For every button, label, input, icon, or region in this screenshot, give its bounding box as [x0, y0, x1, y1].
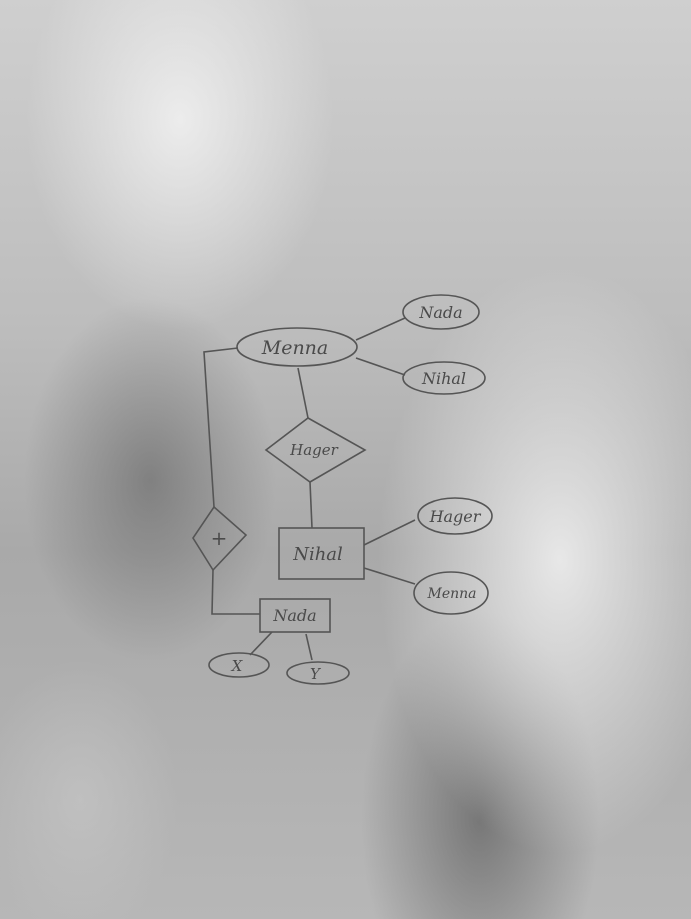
- connectors: [203, 317, 416, 661]
- attribute-menna-nada: Nada: [402, 294, 480, 330]
- attribute-menna-nada-label: Nada: [418, 303, 462, 322]
- line-nada-x: [249, 631, 273, 656]
- line-nihal-hager-attr: [363, 519, 416, 546]
- line-menna-nihal-attr: [355, 357, 406, 376]
- line-plus-nada: [211, 569, 260, 615]
- attribute-nihal-menna-shape: [413, 571, 489, 615]
- attribute-nada-x: X: [208, 652, 270, 678]
- entity-menna-label: Menna: [261, 337, 329, 359]
- line-nihal-menna-attr: [363, 567, 416, 585]
- relationship-plus-label: +: [211, 526, 228, 550]
- entity-nihal-shape: [278, 527, 365, 580]
- relationship-plus-shape: [192, 505, 248, 572]
- relationship-hager: Hager: [264, 417, 367, 483]
- entity-nihal: Nihal: [278, 527, 365, 580]
- attribute-nihal-menna: Menna: [413, 571, 489, 615]
- attribute-nihal-hager-shape: [417, 497, 493, 535]
- attribute-menna-nihal: Nihal: [402, 361, 486, 395]
- entity-nada-label: Nada: [272, 606, 316, 625]
- line-hager-nihal: [309, 481, 313, 529]
- attribute-nada-y-label: Y: [310, 665, 322, 683]
- attribute-nada-x-label: X: [231, 657, 244, 675]
- attribute-menna-nada-shape: [402, 294, 480, 330]
- relationship-plus: +: [192, 505, 248, 572]
- attribute-nihal-hager-label: Hager: [429, 507, 482, 526]
- entity-nada-shape: [259, 598, 331, 633]
- line-menna-nada-attr: [355, 317, 406, 341]
- attribute-nihal-hager: Hager: [417, 497, 493, 535]
- entity-menna: Menna: [236, 327, 358, 367]
- attribute-menna-nihal-shape: [402, 361, 486, 395]
- attribute-nada-y-shape: [286, 661, 350, 685]
- relationship-hager-shape: [264, 417, 367, 483]
- attribute-nihal-menna-label: Menna: [427, 586, 477, 602]
- line-nada-y: [305, 633, 313, 661]
- entity-nihal-label: Nihal: [292, 544, 343, 565]
- line-menna-plus: [203, 347, 239, 508]
- entity-nada: Nada: [259, 598, 331, 633]
- line-menna-hager: [297, 367, 309, 419]
- attribute-nada-y: Y: [286, 661, 350, 685]
- attribute-nada-x-shape: [208, 652, 270, 678]
- relationship-hager-label: Hager: [289, 441, 339, 459]
- attribute-menna-nihal-label: Nihal: [421, 369, 466, 388]
- entity-menna-shape: [236, 327, 358, 367]
